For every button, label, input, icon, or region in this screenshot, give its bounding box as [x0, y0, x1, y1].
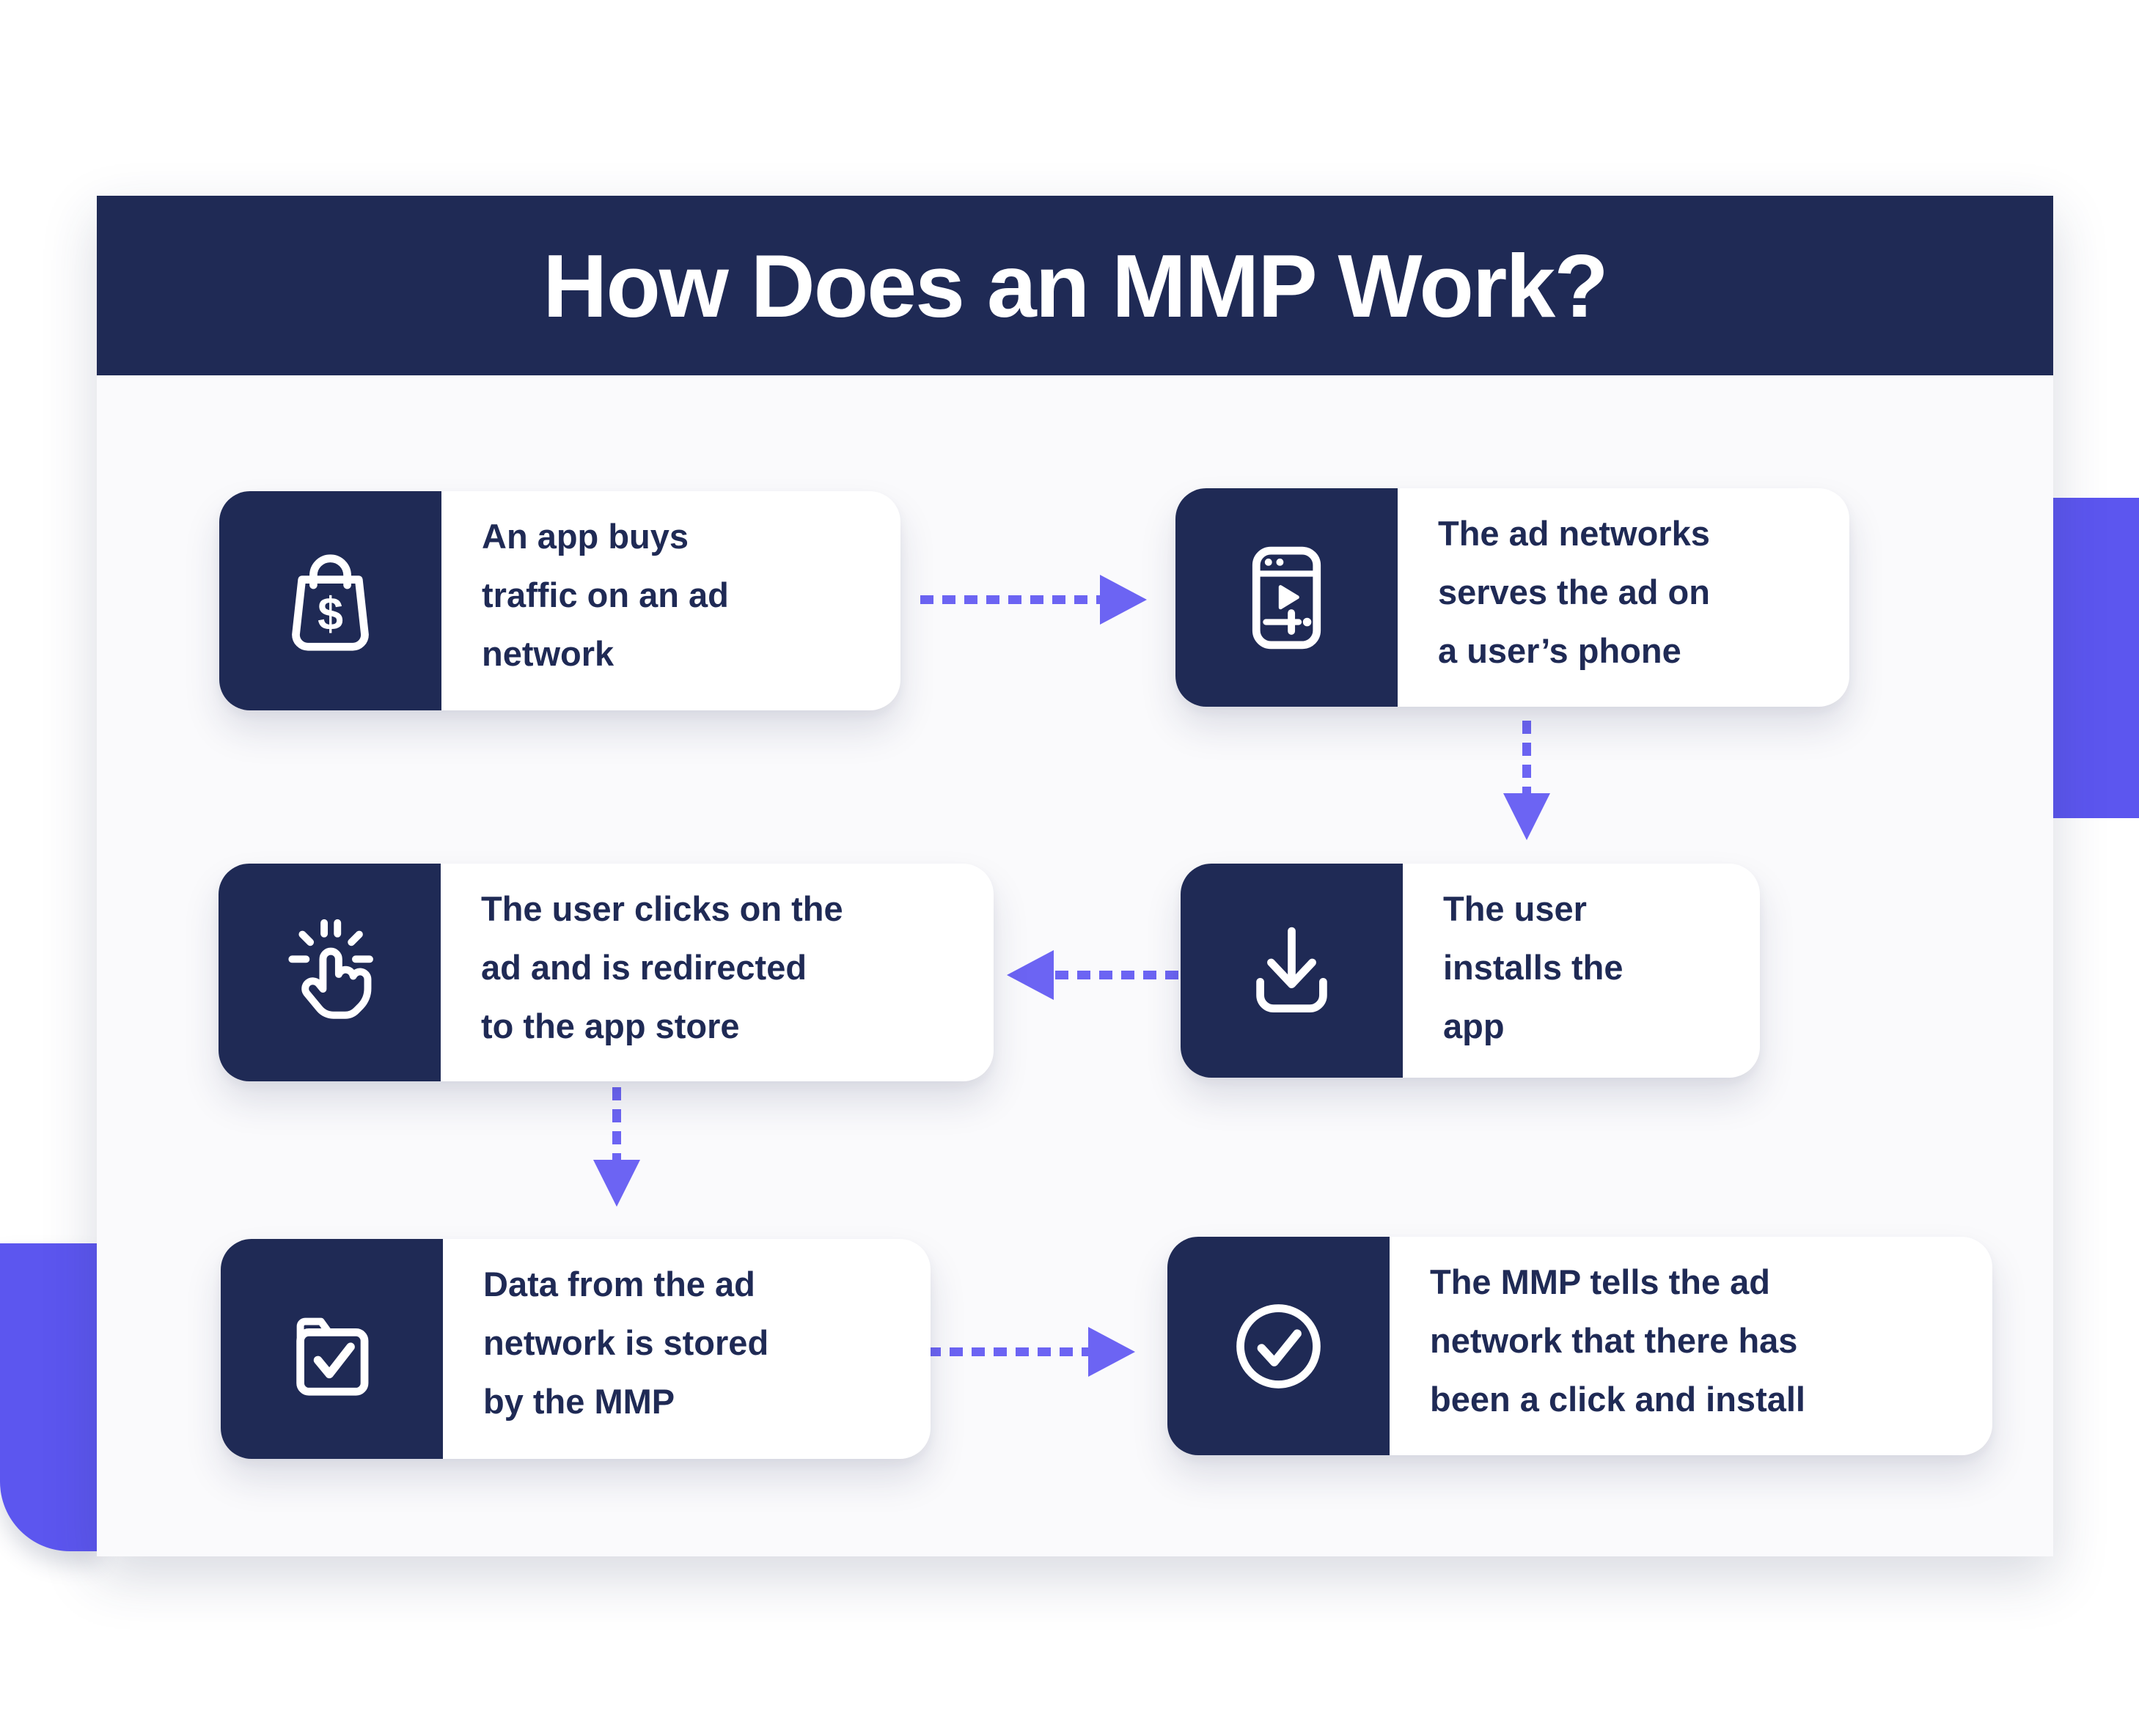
step-text-1: An app buys traffic on an ad network — [482, 517, 729, 673]
main-panel: How Does an MMP Work? — [97, 196, 2053, 1556]
step-card-1: $ An app buys traffic on an ad network — [219, 491, 900, 710]
step-card-3: The user installs the app — [1181, 864, 1760, 1078]
page-title: How Does an MMP Work? — [543, 235, 1609, 336]
step-text-6: The MMP tells the ad network that there … — [1430, 1262, 1805, 1419]
folder-check-icon — [221, 1239, 443, 1459]
media-player-icon — [1175, 488, 1398, 707]
arrow-step2-to-step3 — [1503, 721, 1550, 840]
shopping-bag-icon: $ — [219, 491, 441, 710]
header-bar: How Does an MMP Work? — [97, 196, 2053, 375]
decor-tab-right — [2052, 498, 2139, 818]
flow-arrows — [593, 575, 1550, 1377]
decor-tab-left — [0, 1243, 99, 1551]
download-icon — [1181, 864, 1403, 1078]
step-text-3: The user installs the app — [1443, 889, 1623, 1045]
arrow-step1-to-step2 — [920, 575, 1147, 625]
step-card-6: The MMP tells the ad network that there … — [1167, 1237, 1992, 1455]
step-text-2: The ad networks serves the ad on a user’… — [1438, 514, 1710, 670]
svg-text:$: $ — [318, 589, 343, 640]
circle-check-icon — [1167, 1237, 1390, 1455]
arrow-step5-to-step6 — [928, 1327, 1135, 1377]
arrow-step3-to-step4 — [1007, 950, 1178, 1000]
tap-click-hand-icon — [219, 864, 441, 1081]
step-card-5: Data from the ad network is stored by th… — [221, 1239, 931, 1459]
step-text-4: The user clicks on the ad and is redirec… — [481, 889, 843, 1045]
arrow-step4-to-step5 — [593, 1087, 640, 1207]
step-card-2: The ad networks serves the ad on a user’… — [1175, 488, 1849, 707]
step-text-5: Data from the ad network is stored by th… — [483, 1265, 769, 1421]
step-card-4: The user clicks on the ad and is redirec… — [219, 864, 994, 1081]
